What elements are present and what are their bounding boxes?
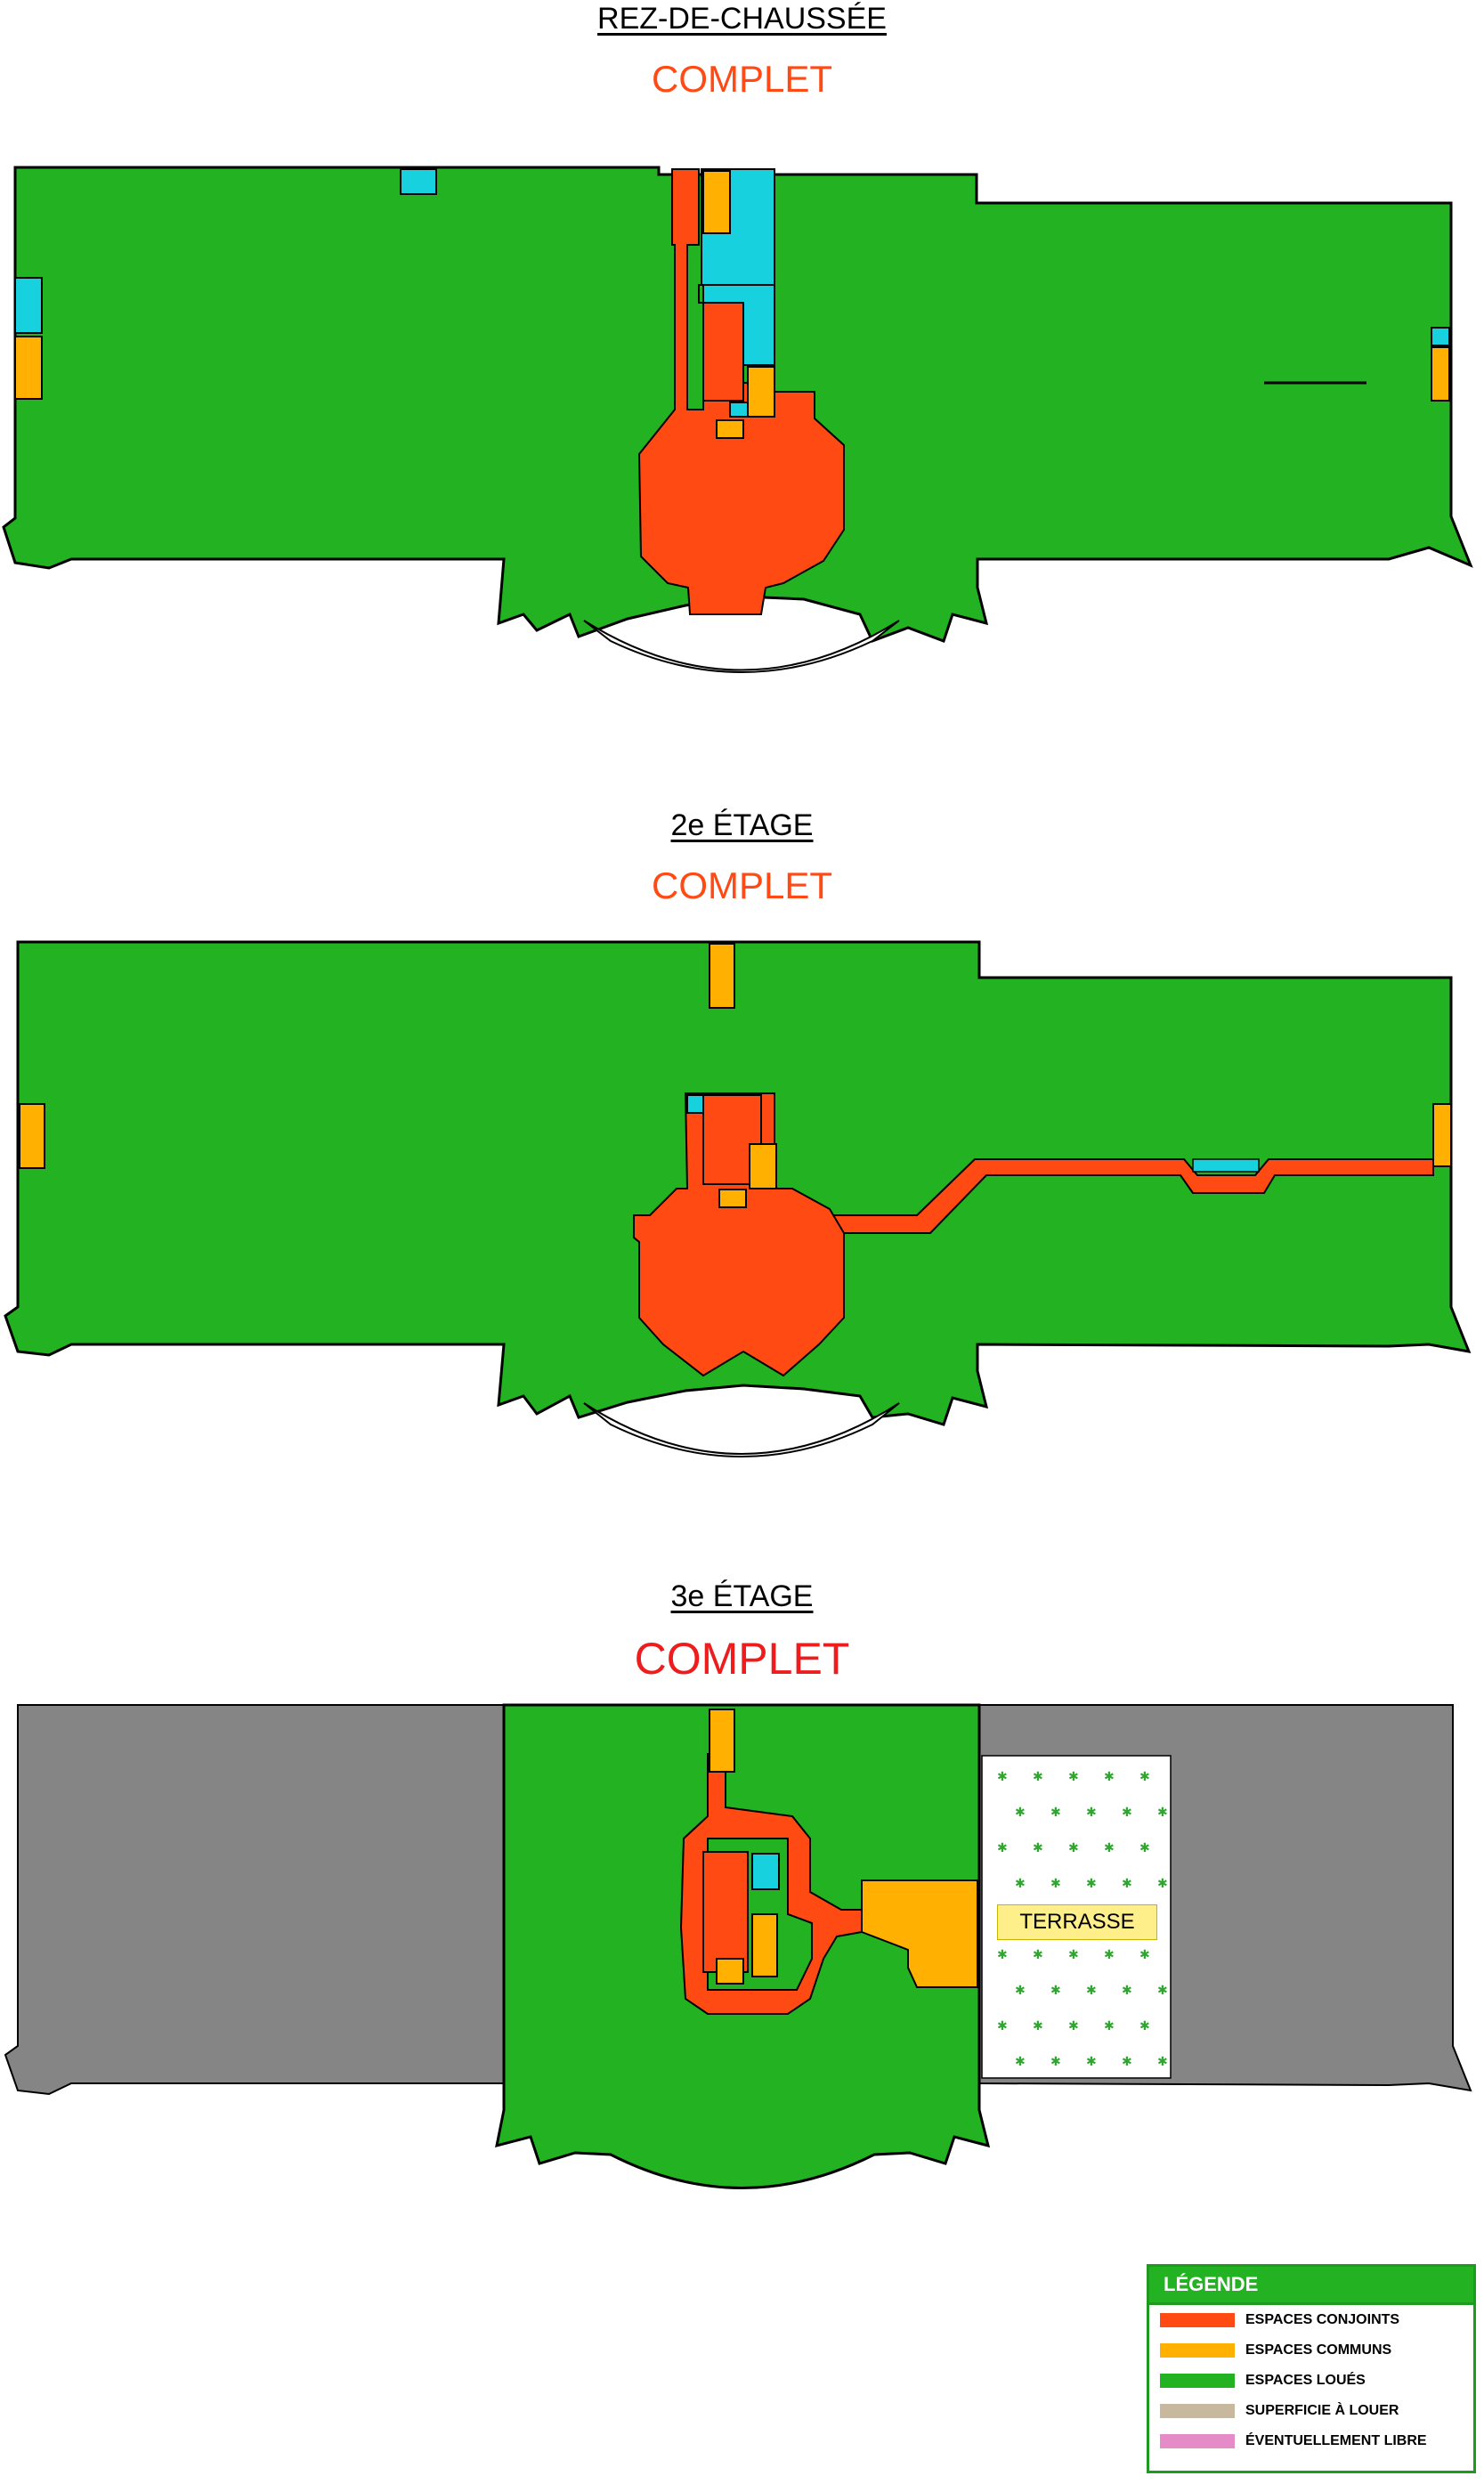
- legend-label: ESPACES CONJOINTS: [1245, 2312, 1400, 2327]
- legend-item-superficie-a-louer: SUPERFICIE À LOUER: [1149, 2396, 1473, 2426]
- svg-text:✱: ✱: [1050, 1984, 1061, 1998]
- svg-text:✱: ✱: [997, 2019, 1008, 2033]
- svg-text:✱: ✱: [1068, 1948, 1079, 1962]
- terrasse-plant-pattern: ✱ ✱ ✱ ✱ ✱ ✱ ✱ ✱ ✱ ✱ ✱ ✱ ✱ ✱ ✱ ✱ ✱ ✱ ✱ ✱ ✱ ✱ ✱ ✱ ✱ ✱ ✱ ✱ ✱ ✱ ✱ ✱ ✱ ✱…: [997, 1770, 1168, 2069]
- svg-text:✱: ✱: [1139, 1770, 1150, 1784]
- floor-1-west-stair: [14, 336, 43, 400]
- legend-swatch: [1160, 2374, 1235, 2388]
- svg-text:✱: ✱: [1015, 1984, 1026, 1998]
- floor-1-title: REZ-DE-CHAUSSÉE: [597, 2, 887, 36]
- svg-text:✱: ✱: [1122, 1806, 1132, 1820]
- svg-text:✱: ✱: [1068, 1770, 1079, 1784]
- floor-1-east-service: [1431, 327, 1450, 346]
- legend-item-eventuellement-libre: ÉVENTUELLEMENT LIBRE: [1149, 2426, 1473, 2456]
- floor-3-common-stair-a: [751, 1913, 778, 1977]
- floor-2-common-stair: [749, 1143, 777, 1189]
- floor-2-entrance-arch: [583, 1402, 900, 1457]
- floor-2-north-stair: [709, 943, 735, 1009]
- floor-1-hatched-block: [702, 302, 744, 402]
- legend-swatch: [1160, 2434, 1235, 2448]
- svg-text:✱: ✱: [1033, 1770, 1043, 1784]
- floor-3-north-stair: [709, 1709, 735, 1773]
- svg-text:✱: ✱: [1086, 1877, 1097, 1891]
- legend-item-espaces-communs: ESPACES COMMUNS: [1149, 2335, 1473, 2366]
- legend-label: SUPERFICIE À LOUER: [1245, 2403, 1399, 2418]
- floor-1-plan: [2, 166, 1473, 673]
- svg-text:✱: ✱: [1015, 1877, 1026, 1891]
- svg-text:✱: ✱: [1157, 2055, 1168, 2069]
- svg-text:✱: ✱: [1104, 2019, 1115, 2033]
- floor-2-plan: [4, 940, 1472, 1457]
- svg-text:✱: ✱: [1033, 2019, 1043, 2033]
- svg-text:✱: ✱: [1068, 2019, 1079, 2033]
- svg-text:✱: ✱: [1104, 1770, 1115, 1784]
- svg-text:✱: ✱: [1104, 1841, 1115, 1855]
- svg-text:✱: ✱: [1086, 2055, 1097, 2069]
- svg-text:✱: ✱: [1157, 1984, 1168, 1998]
- floor-2-west-stair: [19, 1103, 45, 1169]
- svg-text:✱: ✱: [1086, 1984, 1097, 1998]
- legend-label: ÉVENTUELLEMENT LIBRE: [1245, 2433, 1427, 2448]
- svg-text:✱: ✱: [1122, 2055, 1132, 2069]
- svg-text:✱: ✱: [1050, 1877, 1061, 1891]
- legend-item-espaces-conjoints: ESPACES CONJOINTS: [1149, 2305, 1473, 2335]
- svg-text:✱: ✱: [1050, 2055, 1061, 2069]
- floor-2-joint-corridor: [827, 1158, 1434, 1234]
- svg-text:✱: ✱: [1122, 1984, 1132, 1998]
- floor-2-title: 2e ÉTAGE: [670, 808, 814, 842]
- legend-swatch: [1160, 2404, 1235, 2418]
- svg-text:✱: ✱: [1015, 1806, 1026, 1820]
- svg-text:✱: ✱: [1068, 1841, 1079, 1855]
- floor-1-status: COMPLET: [651, 58, 833, 100]
- svg-text:✱: ✱: [1122, 1877, 1132, 1891]
- legend-label: ESPACES COMMUNS: [1245, 2342, 1392, 2358]
- floor-1-east-stair: [1431, 346, 1450, 402]
- floor-2-status: COMPLET: [651, 865, 833, 906]
- floor-1-entrance-arch: [583, 620, 900, 673]
- floor-3-plan: ✱ ✱ ✱ ✱ ✱ ✱ ✱ ✱ ✱ ✱ ✱ ✱ ✱ ✱ ✱ ✱ ✱ ✱ ✱ ✱ ✱ ✱ ✱ ✱ ✱ ✱ ✱ ✱ ✱ ✱ ✱ ✱ ✱ ✱…: [4, 1703, 1472, 2189]
- svg-text:✱: ✱: [1086, 1806, 1097, 1820]
- svg-text:✱: ✱: [997, 1841, 1008, 1855]
- svg-text:✱: ✱: [1139, 1948, 1150, 1962]
- legend-swatch: [1160, 2313, 1235, 2327]
- floor-2-joint-core: [633, 1092, 845, 1377]
- svg-text:✱: ✱: [1157, 1806, 1168, 1820]
- svg-text:✱: ✱: [1104, 1948, 1115, 1962]
- svg-text:✱: ✱: [1157, 1877, 1168, 1891]
- svg-text:✱: ✱: [1050, 1806, 1061, 1820]
- svg-text:✱: ✱: [1139, 2019, 1150, 2033]
- floor-3-west-wing-unavailable: [4, 1704, 505, 2096]
- floor-1-west-service: [14, 277, 43, 334]
- floor-1-common-stair-b: [747, 366, 775, 418]
- terrasse-label: TERRASSE: [997, 1904, 1157, 1940]
- floor-3-title: 3e ÉTAGE: [670, 1579, 814, 1613]
- svg-text:✱: ✱: [1033, 1948, 1043, 1962]
- legend: LÉGENDE ESPACES CONJOINTS ESPACES COMMUN…: [1147, 2264, 1476, 2473]
- svg-text:✱: ✱: [997, 1770, 1008, 1784]
- svg-text:✱: ✱: [997, 1948, 1008, 1962]
- floor-3-common-hall: [861, 1879, 978, 1988]
- legend-item-espaces-loues: ESPACES LOUÉS: [1149, 2366, 1473, 2396]
- floor-2-east-stair: [1432, 1103, 1452, 1167]
- floor-3-hatched-block: [702, 1851, 749, 1973]
- legend-swatch: [1160, 2343, 1235, 2358]
- legend-label: ESPACES LOUÉS: [1245, 2373, 1366, 2388]
- svg-text:✱: ✱: [1033, 1841, 1043, 1855]
- floor-1-common-stair-a: [702, 170, 731, 234]
- svg-text:✱: ✱: [1139, 1841, 1150, 1855]
- legend-title: LÉGENDE: [1149, 2267, 1473, 2305]
- svg-text:✱: ✱: [1015, 2055, 1026, 2069]
- floor-3-status: COMPLET: [634, 1634, 850, 1684]
